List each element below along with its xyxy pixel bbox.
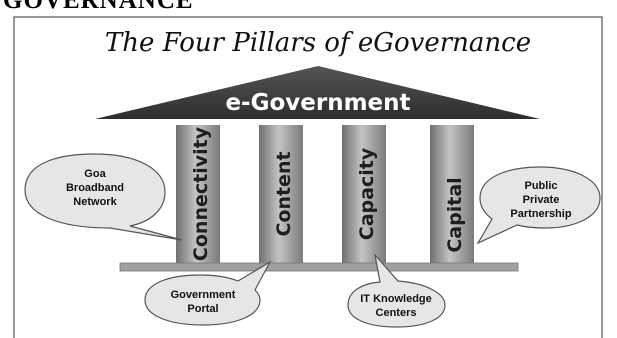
pillar-capital: [430, 125, 474, 263]
callout-line: Private: [523, 194, 560, 206]
pillar-content: [259, 125, 303, 263]
callout-line: Centers: [376, 307, 417, 319]
callout-it-knowledge-centers: IT Knowledge Centers: [347, 252, 446, 328]
callout-line: Portal: [187, 303, 218, 315]
callout-line: Partnership: [510, 208, 571, 220]
pillar-label-capacity: Capacity: [356, 147, 378, 240]
pillar-capacity: [342, 125, 386, 263]
pillars: Connectivity Content Capacity Capital: [176, 125, 474, 263]
page-heading: GOVERNANCE: [3, 0, 194, 14]
callout-public-private-partnership: Public Private Partnership: [476, 166, 601, 245]
callout-line: Government: [171, 289, 236, 301]
callout-line: Public: [524, 180, 557, 192]
pillar-base: [119, 262, 519, 272]
roof-label: e-Government: [225, 90, 410, 116]
pillar-label-capital: Capital: [444, 177, 466, 252]
callout-line: Goa: [84, 168, 106, 180]
diagram-title: The Four Pillars of eGovernance: [105, 28, 531, 58]
callout-line: Network: [73, 196, 117, 208]
callout-line: Broadband: [66, 182, 124, 194]
roof: [95, 66, 540, 119]
callout-goa-broadband: Goa Broadband Network: [24, 153, 183, 241]
pillar-label-connectivity: Connectivity: [190, 126, 212, 261]
pillar-connectivity: [176, 125, 220, 263]
callout-line: IT Knowledge: [360, 293, 432, 305]
pillar-label-content: Content: [273, 151, 295, 236]
callout-government-portal: Government Portal: [144, 260, 272, 326]
